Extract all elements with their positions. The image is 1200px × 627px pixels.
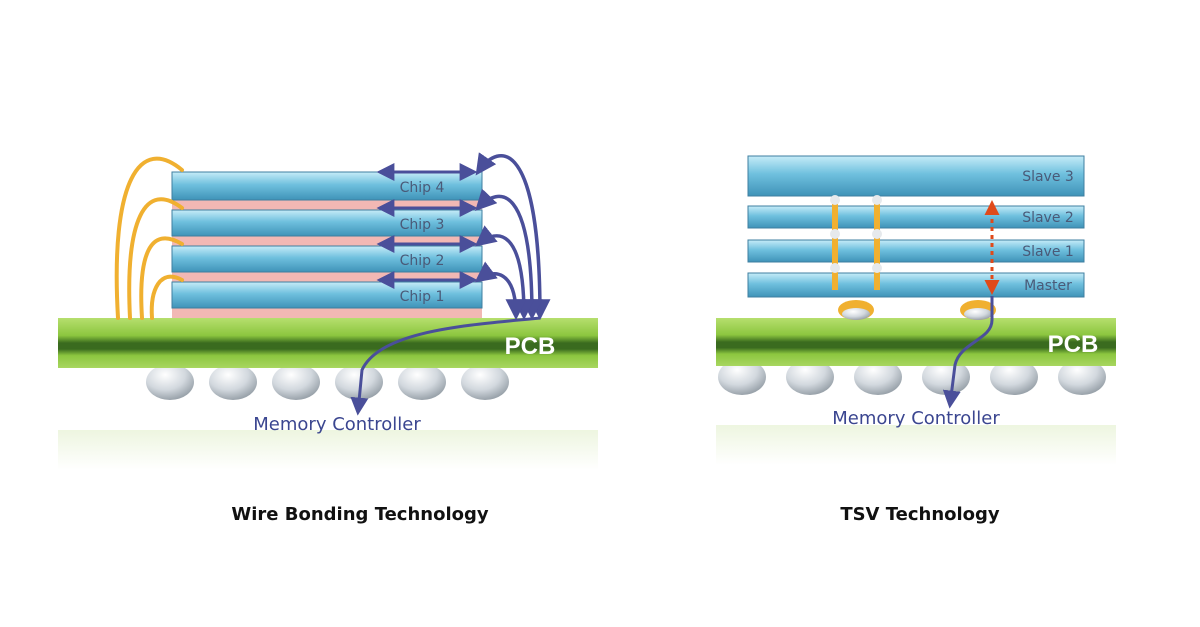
- tsv-via: [874, 198, 880, 290]
- pcb-label: PCB: [505, 333, 556, 360]
- memory-controller-label: Memory Controller: [832, 408, 1000, 429]
- solder-ball: [146, 364, 194, 400]
- memory-controller-label: Memory Controller: [253, 414, 421, 435]
- pcb-board: [716, 318, 1116, 366]
- die-label: Slave 1: [1022, 244, 1074, 260]
- micro-bump: [964, 308, 992, 320]
- die-attach-layer: [172, 236, 482, 246]
- tsv-diagram: Slave 3 Slave 2 Slave 1 Master PCB Memor…: [716, 155, 1116, 465]
- die-label: Slave 2: [1022, 210, 1074, 226]
- solder-ball: [990, 359, 1038, 395]
- bond-wires-left: [114, 156, 184, 320]
- die-attach-layer: [172, 308, 482, 318]
- solder-ball: [786, 359, 834, 395]
- solder-ball: [461, 364, 509, 400]
- signal-wire: [474, 261, 527, 321]
- solder-ball: [1058, 359, 1106, 395]
- solder-ball: [922, 359, 970, 395]
- tsv-via: [832, 198, 838, 290]
- tsv-bump: [830, 195, 840, 205]
- tsv-bump: [830, 229, 840, 239]
- die-label: Master: [1024, 278, 1072, 294]
- bond-wire: [114, 156, 184, 320]
- pcb-label: PCB: [1048, 331, 1099, 358]
- die-label: Slave 3: [1022, 169, 1074, 185]
- controller-signal-path: [350, 316, 541, 416]
- solder-balls: [146, 364, 509, 400]
- slave-3-die: [747, 155, 1085, 197]
- chip-label: Chip 4: [400, 180, 445, 196]
- solder-ball: [718, 359, 766, 395]
- tsv-bump: [872, 195, 882, 205]
- solder-ball: [335, 364, 383, 400]
- controller-signal-path: [942, 296, 994, 409]
- pcb-reflection: [716, 425, 1116, 465]
- chip-label: Chip 3: [400, 217, 445, 233]
- chip-label: Chip 2: [400, 253, 445, 269]
- tsv-caption: TSV Technology: [840, 504, 1000, 525]
- solder-ball: [209, 364, 257, 400]
- tsv-bump: [830, 263, 840, 273]
- die-attach-layer: [172, 200, 482, 210]
- bond-wire: [149, 274, 184, 320]
- wire-bonding-caption: Wire Bonding Technology: [231, 504, 489, 525]
- bond-wire: [139, 236, 184, 320]
- wire-bonding-diagram: Chip 4 Chip 3 Chip 2 Chip 1 PCB Memory C…: [58, 152, 598, 470]
- solder-balls: [718, 359, 1106, 395]
- pcb-board: [58, 318, 598, 368]
- bond-wire: [127, 197, 184, 320]
- bond-wires-right: [474, 152, 551, 321]
- solder-ball: [272, 364, 320, 400]
- tsv-vias: [830, 195, 882, 290]
- chip-label: Chip 1: [400, 289, 445, 305]
- micro-bump: [842, 308, 870, 320]
- die-attach-layer: [172, 272, 482, 282]
- master-die: [747, 272, 1085, 298]
- solder-ball: [854, 359, 902, 395]
- tsv-bump: [872, 263, 882, 273]
- pcb-reflection: [58, 430, 598, 470]
- solder-ball: [398, 364, 446, 400]
- chip-signal-arrows: [376, 163, 478, 289]
- tsv-bump: [872, 229, 882, 239]
